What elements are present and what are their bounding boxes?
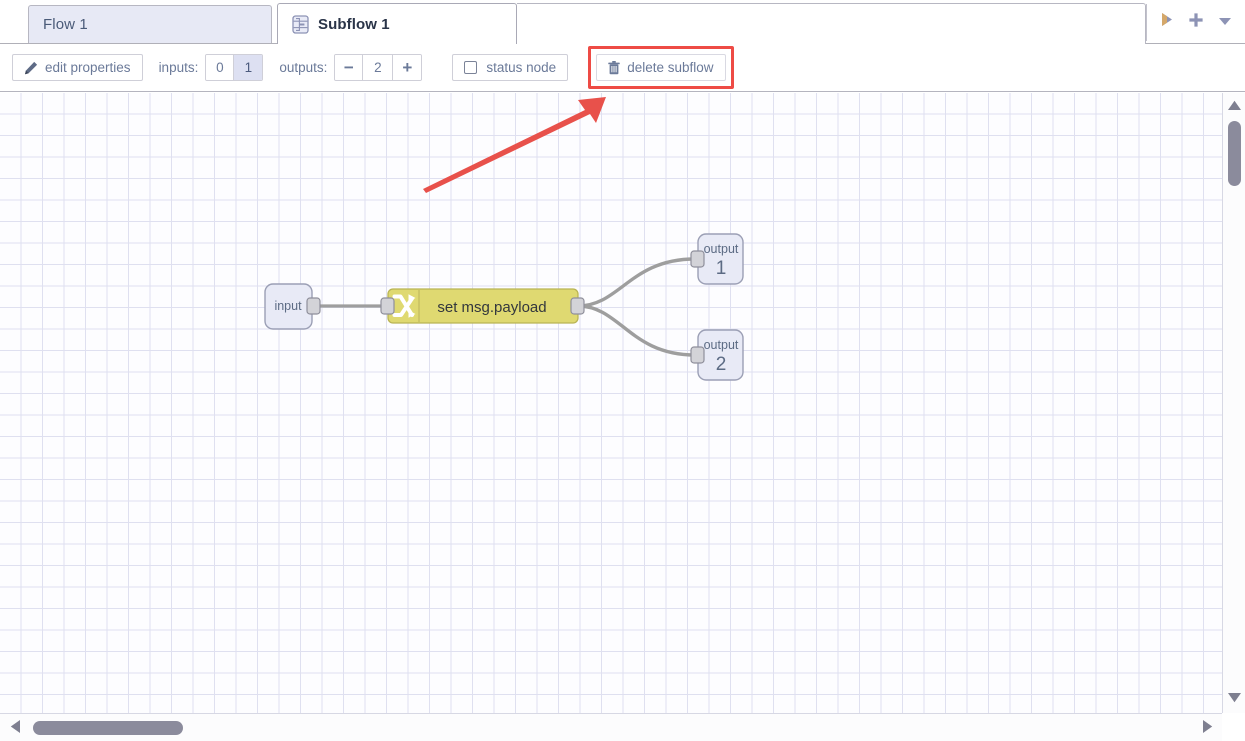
triangle-right-icon <box>1202 719 1213 739</box>
add-flow-button[interactable] <box>1184 9 1208 35</box>
flow-tab-bar: Flow 1 Subflow 1 <box>0 0 1245 44</box>
pencil-icon <box>24 61 38 75</box>
delete-subflow-button[interactable]: delete subflow <box>596 54 726 81</box>
wire-change-to-output-2[interactable] <box>576 304 697 357</box>
tabbar-divider <box>1146 4 1147 41</box>
scroll-down-button[interactable] <box>1227 692 1242 706</box>
scroll-left-button[interactable] <box>8 719 22 739</box>
change-node-label: set msg.payload <box>437 299 546 316</box>
checkbox-icon[interactable] <box>464 61 478 74</box>
tab-strip-filler <box>517 3 1146 44</box>
red-pointer-arrow <box>423 97 606 193</box>
delete-subflow-highlight: delete subflow <box>588 46 734 89</box>
change-node-input-port[interactable] <box>380 297 395 315</box>
inputs-toggle-group[interactable]: 0 1 <box>205 54 264 81</box>
plus-icon <box>1188 12 1204 33</box>
chevron-down-icon <box>1218 13 1232 31</box>
vertical-scrollbar[interactable] <box>1222 93 1245 713</box>
subflow-output-node-2-label: output <box>704 338 739 352</box>
inputs-label: inputs: <box>158 60 199 75</box>
status-node-checkbox[interactable]: status node <box>452 54 569 81</box>
scroll-tabs-right-button[interactable] <box>1155 9 1179 35</box>
flow-menu-button[interactable] <box>1213 9 1237 35</box>
vertical-scrollbar-thumb[interactable] <box>1228 121 1241 186</box>
outputs-stepper: − 2 + <box>334 54 423 81</box>
output-node-1-input-port[interactable] <box>690 250 705 268</box>
subflow-icon <box>292 14 318 34</box>
edit-properties-label: edit properties <box>45 60 131 75</box>
edit-properties-button[interactable]: edit properties <box>12 54 143 81</box>
play-right-icon <box>1161 12 1173 32</box>
delete-subflow-label: delete subflow <box>627 60 714 75</box>
horizontal-scrollbar[interactable] <box>0 713 1222 741</box>
outputs-value: 2 <box>363 55 394 80</box>
subflow-toolbar: edit properties inputs: 0 1 outputs: − 2… <box>0 44 1245 92</box>
tab-subflow-1-label: Subflow 1 <box>318 15 390 33</box>
tab-flow-1[interactable]: Flow 1 <box>28 5 272 43</box>
scroll-up-button[interactable] <box>1227 100 1242 114</box>
triangle-down-icon <box>1227 690 1242 708</box>
tab-flow-1-label: Flow 1 <box>43 16 88 33</box>
outputs-decrement-button[interactable]: − <box>335 55 364 80</box>
inputs-option-1[interactable]: 1 <box>234 55 263 80</box>
status-node-label: status node <box>486 60 557 75</box>
subflow-canvas[interactable]: input set msg.payload output <box>0 93 1222 713</box>
change-node[interactable]: set msg.payload <box>380 288 585 324</box>
scroll-right-button[interactable] <box>1200 719 1214 739</box>
input-node-output-port[interactable] <box>306 297 321 315</box>
subflow-output-node-2-number: 2 <box>716 354 727 375</box>
subflow-input-node[interactable]: input <box>264 283 321 330</box>
triangle-left-icon <box>10 719 21 739</box>
subflow-output-node-1-label: output <box>704 242 739 256</box>
scrollbar-corner <box>1222 713 1245 741</box>
subflow-input-node-label: input <box>274 299 302 313</box>
tabbar-actions <box>1146 0 1245 44</box>
tab-subflow-1[interactable]: Subflow 1 <box>277 3 517 44</box>
wire-change-to-output-1[interactable] <box>576 257 697 308</box>
inputs-option-0[interactable]: 0 <box>206 55 235 80</box>
output-node-2-input-port[interactable] <box>690 346 705 364</box>
subflow-output-node-1[interactable]: output 1 <box>690 233 744 285</box>
shuffle-icon <box>392 294 416 318</box>
outputs-label: outputs: <box>279 60 328 75</box>
subflow-output-node-2[interactable]: output 2 <box>690 329 744 381</box>
tabs-strip: Flow 1 Subflow 1 <box>0 0 1146 44</box>
outputs-increment-button[interactable]: + <box>393 55 422 80</box>
canvas-svg: input set msg.payload output <box>264 97 744 381</box>
triangle-up-icon <box>1227 98 1242 116</box>
horizontal-scrollbar-thumb[interactable] <box>33 721 183 735</box>
subflow-output-node-1-number: 1 <box>716 258 727 279</box>
change-node-output-port[interactable] <box>570 297 585 315</box>
trash-icon <box>608 60 620 75</box>
